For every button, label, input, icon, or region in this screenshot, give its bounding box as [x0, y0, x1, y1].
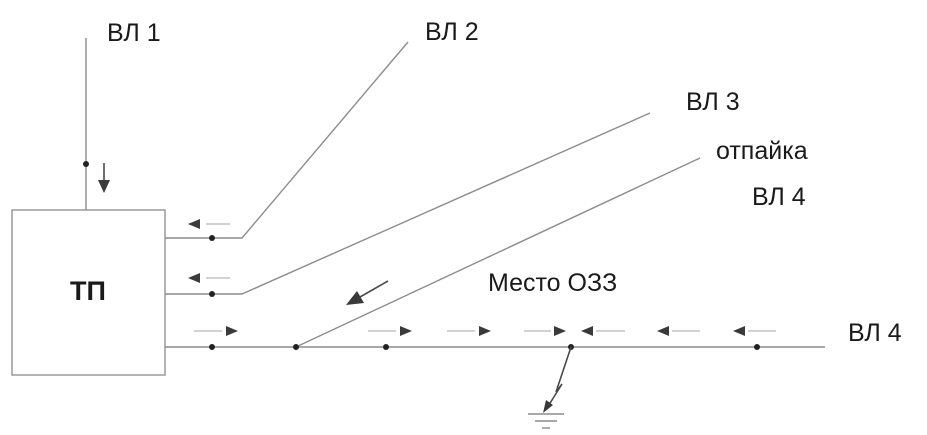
substation-label: ТП	[70, 276, 106, 306]
vl4-node-2	[383, 344, 389, 350]
vl4-arrow-left-1	[581, 326, 625, 336]
vl2-current-arrow	[188, 219, 230, 229]
vl3-line	[165, 112, 651, 295]
vl4-node-tap	[293, 344, 299, 350]
vl1-label: ВЛ 1	[107, 19, 161, 47]
vl4-node-3	[754, 344, 760, 350]
vl1-node	[83, 161, 89, 167]
vl4-arrow-right-1	[194, 326, 238, 336]
vl4-arrow-left-2	[657, 326, 700, 336]
tap-line	[295, 157, 701, 348]
fault-label: Место ОЗЗ	[488, 269, 617, 297]
vl3-label: ВЛ 3	[686, 88, 740, 116]
vl2-line	[165, 41, 409, 239]
vl3-current-arrow	[188, 273, 230, 283]
vl4-arrow-right-2	[368, 326, 412, 336]
vl2-label: ВЛ 2	[425, 18, 479, 46]
vl4-arrow-right-4	[524, 326, 566, 336]
fault-ground-symbol	[528, 346, 572, 429]
substation-box	[11, 209, 166, 376]
vl3-node	[209, 291, 215, 297]
tap-current-arrow	[346, 280, 389, 305]
tap-label-line2: ВЛ 4	[752, 183, 806, 211]
vl4-node-1	[209, 344, 215, 350]
vl4-arrow-left-3	[733, 326, 776, 336]
vl4-arrow-right-3	[447, 326, 491, 336]
vl4-label: ВЛ 4	[848, 319, 902, 347]
vl2-node	[209, 235, 215, 241]
tap-label-line1: отпайка	[716, 137, 808, 165]
vl1-current-arrow	[98, 163, 110, 193]
